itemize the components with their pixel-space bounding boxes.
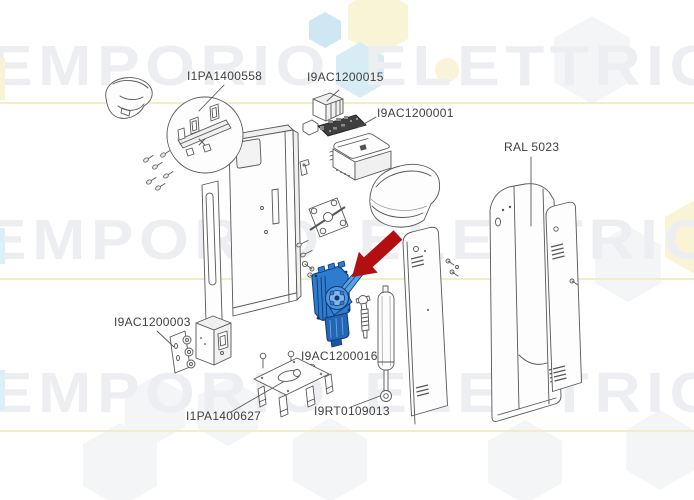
watermark-word-left: EMPORIO [0,34,331,98]
control-unit-part [329,133,392,181]
edge-accent [0,228,5,264]
electronics-box-part [302,92,344,136]
yellow-dot [435,58,459,82]
top-cap-part [105,77,153,119]
part-label: I9AC1200015 [307,70,384,84]
head-cover-part [369,163,441,228]
part-label: I9AC1200016 [301,349,378,363]
cyan-hexagon [309,12,341,48]
anchor-legs [257,373,334,418]
yellow-hexagon [348,0,408,56]
door-panel-part [402,226,448,425]
post-column-part [223,124,302,317]
watermark-row: EMPORIO ELETTRICO [0,38,694,95]
base-plate-part [253,350,334,418]
edge-accent [0,370,5,410]
detail-circle [166,96,244,174]
part-label: I9RT0109013 [314,404,390,418]
circuit-board-part [317,114,367,137]
screws [445,258,459,277]
red-arrow-icon [352,230,403,277]
edge-accent [0,58,5,100]
part-label: I9AC1200003 [114,315,191,329]
leader-lines [156,84,532,413]
part-label: I9AC1200001 [377,106,454,120]
part-label: I1PA1400627 [186,409,262,423]
small-bracket-part [299,159,310,176]
door-panel-part [545,201,582,392]
ball-joint-part [355,295,371,339]
bolts [296,240,318,280]
watermark-word-right: ELETTRICO [364,34,694,98]
colored-hexagons [309,0,694,274]
yellow-hexagon [665,200,694,274]
cyan-hexagon [336,42,384,98]
control-box-part [195,315,232,366]
screws [143,150,174,191]
watermark-underline [0,102,694,104]
part-label: RAL 5023 [504,140,560,154]
mounting-plate-part [308,197,349,238]
part-label: I1PA1400558 [187,69,263,83]
spring-cylinder-part [377,285,395,402]
watermark-underline [0,430,694,432]
gear-motor-part [311,260,365,348]
fixing-bracket-part [169,330,196,374]
inner-rail-part [201,180,224,357]
